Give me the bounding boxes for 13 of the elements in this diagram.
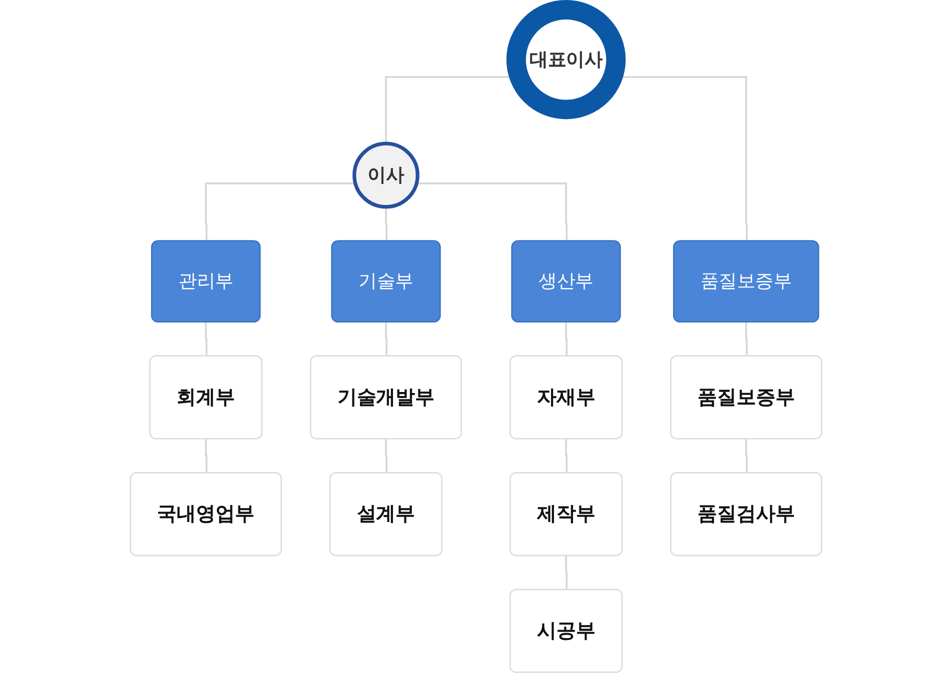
- node-circle: 이사: [352, 142, 420, 209]
- connector: [204, 438, 208, 474]
- connector: [204, 182, 356, 242]
- connector: [565, 322, 568, 357]
- connector: [385, 438, 388, 474]
- connector: [416, 182, 568, 242]
- connector: [745, 322, 748, 357]
- node-circle: 대표이사: [506, 0, 626, 120]
- connector: [385, 322, 388, 357]
- connector: [565, 555, 568, 590]
- connector: [745, 438, 748, 474]
- connector: [565, 438, 568, 474]
- connector: [204, 322, 208, 357]
